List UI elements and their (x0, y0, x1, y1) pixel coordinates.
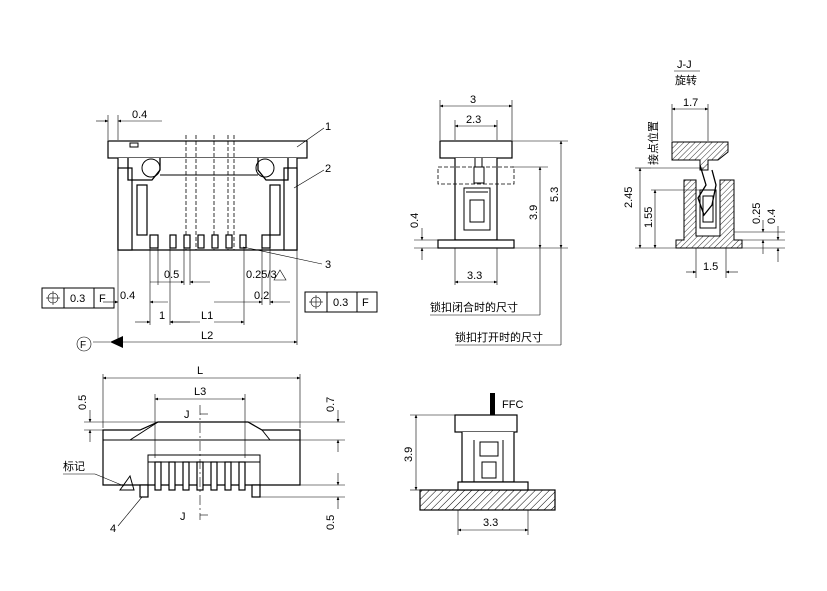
section-title: J-J (677, 59, 692, 71)
right-hinge (257, 158, 289, 181)
datum-f-circle (76, 336, 92, 352)
section-subtitle: 旋转 (675, 73, 697, 87)
mount-dim-3.9: 3.9 (403, 447, 415, 462)
dim-0.4-bottom: 0.4 (120, 290, 135, 302)
tolerance-frame-left: 0.3 F (41, 287, 115, 309)
left-post (136, 184, 148, 236)
mount-dim-3.3: 3.3 (483, 517, 498, 529)
dim-0.2: 0.2 (254, 290, 269, 302)
tol-left-datum: F (99, 293, 106, 305)
top-slot (147, 454, 261, 486)
top-dim-0.5-right: 0.5 (325, 515, 337, 530)
dim-0.4-top: 0.4 (132, 109, 147, 121)
mounted-latch (454, 414, 518, 433)
right-post (269, 184, 281, 236)
latch-section (671, 141, 729, 171)
right-wall (283, 167, 298, 251)
mounted-base (457, 481, 529, 491)
note-latch-open: 锁扣打开时的尺寸 (455, 330, 543, 344)
side-dim-3.3: 3.3 (467, 270, 482, 282)
tol-right-datum: F (362, 297, 369, 309)
side-latch (439, 140, 513, 159)
front-view: 1 2 3 0.4 0.5 0.25/3 0.4 0.2 (41, 109, 378, 352)
side-base (437, 239, 515, 249)
dim-L1: L1 (201, 310, 213, 322)
dim-L2: L2 (201, 330, 213, 342)
tolerance-frame-right: 0.3 F (304, 291, 378, 313)
tol-left-value: 0.3 (70, 293, 85, 305)
sec-contact-position: 接点位置 (646, 121, 660, 165)
dim-0.25-3: 0.25/3 (246, 269, 277, 281)
side-dim-3.9: 3.9 (528, 205, 540, 220)
ffc-cable (490, 393, 495, 415)
top-dim-L: L (197, 365, 203, 377)
dim-1: 1 (159, 310, 165, 322)
mounted-view: FFC 3.9 3.3 (403, 393, 556, 535)
top-pins (154, 461, 246, 491)
note-latch-closed: 锁扣闭合时的尺寸 (430, 300, 518, 314)
top-dim-0.5-left: 0.5 (77, 395, 89, 410)
tol-right-value: 0.3 (333, 297, 348, 309)
part-3-label: 3 (325, 259, 331, 271)
contact-pins (149, 234, 271, 249)
sec-dim-1.5: 1.5 (703, 261, 718, 273)
housing-section (675, 179, 743, 249)
mounted-body (461, 432, 515, 483)
dim-0.5: 0.5 (164, 269, 179, 281)
ffc-label: FFC (502, 399, 523, 411)
top-view: J J L L3 0.5 0.7 0.5 标记 4 (63, 365, 345, 535)
datum-f-label: F (80, 340, 86, 351)
sec-dim-0.25: 0.25 (751, 203, 763, 224)
sec-dim-2.45: 2.45 (623, 187, 635, 208)
sec-dim-0.4: 0.4 (766, 209, 778, 224)
pcb (419, 489, 556, 511)
sec-dim-1.7: 1.7 (683, 97, 698, 109)
top-dim-L3: L3 (194, 386, 206, 398)
part-2-label: 2 (325, 163, 331, 175)
side-dim-2.3: 2.3 (466, 114, 481, 126)
part-1-label: 1 (325, 121, 331, 133)
sec-dim-1.55: 1.55 (643, 207, 655, 228)
side-dim-5.3: 5.3 (549, 187, 561, 202)
section-mark-j-top: J (184, 409, 190, 421)
section-mark-j-bottom: J (180, 511, 186, 523)
marking-label: 标记 (63, 459, 85, 473)
side-dim-0.4: 0.4 (409, 213, 421, 228)
side-body (454, 158, 498, 241)
contact-spring (697, 164, 717, 217)
side-dim-3: 3 (470, 94, 476, 106)
section-jj: J-J 旋转 1.7 接点位置 2.45 1.55 0.25 (623, 59, 785, 278)
side-view: 3 2.3 0.4 3.9 5.3 3.3 锁扣闭合时的尺寸 锁扣打开时的尺寸 (409, 94, 568, 346)
left-wall (117, 167, 133, 251)
part-4-label: 4 (110, 523, 116, 535)
top-dim-0.7: 0.7 (325, 397, 337, 412)
